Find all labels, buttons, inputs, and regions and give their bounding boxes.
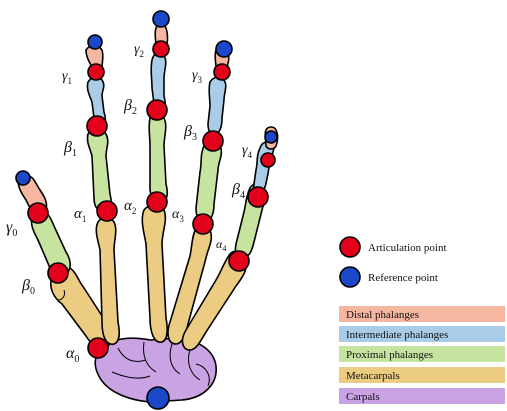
label-beta0: β0 [21, 277, 35, 297]
legend-reference-label: Reference point [368, 272, 438, 284]
reference-point-wrist [147, 387, 169, 409]
blue-circle-icon [340, 267, 360, 287]
legend-metacarpals: Metacarpals [339, 367, 505, 383]
label-gamma0: γ0 [6, 219, 17, 239]
label-alpha0: α0 [66, 345, 79, 365]
legend-distal-phalanges: Distal phalanges [339, 306, 505, 322]
articulation-point-beta2 [147, 100, 167, 120]
label-alpha2: α2 [124, 198, 136, 216]
legend-carpals: Carpals [339, 388, 505, 404]
label-alpha1: α1 [74, 206, 86, 224]
articulation-point-gamma2 [153, 41, 169, 57]
legend-metacarpals-label: Metacarpals [346, 370, 400, 382]
label-gamma3: γ3 [192, 68, 203, 85]
reference-point-index [88, 35, 102, 49]
red-circle-icon [340, 237, 360, 257]
label-gamma1: γ1 [62, 69, 72, 86]
legend-intermediate-phalanges: Intermediate phalanges [339, 326, 505, 342]
legend-articulation-label: Articulation point [368, 242, 447, 254]
reference-point-little [265, 131, 277, 143]
reference-point-ring [216, 41, 232, 57]
articulation-point-alpha4 [229, 251, 249, 271]
articulation-point-gamma4 [261, 153, 275, 167]
label-alpha4: α4 [216, 237, 226, 253]
articulation-point-alpha0 [88, 338, 108, 358]
label-beta1: β1 [63, 139, 77, 159]
legend-reference-point: Reference point [340, 267, 438, 287]
finger-middle [142, 24, 167, 343]
legend-proximal-phalanges: Proximal phalanges [339, 346, 505, 362]
legend: Articulation point Reference point Dista… [339, 237, 505, 404]
articulation-point-beta0 [48, 263, 68, 283]
legend-carpals-label: Carpals [346, 391, 380, 403]
legend-articulation-point: Articulation point [340, 237, 447, 257]
reference-point-middle [153, 11, 169, 27]
articulation-point-gamma1 [88, 64, 104, 80]
label-beta3: β3 [183, 123, 197, 143]
articulation-point-beta4 [248, 187, 268, 207]
label-beta4: β4 [231, 181, 245, 201]
articulation-point-alpha2 [147, 192, 167, 212]
legend-proximal-label: Proximal phalanges [346, 349, 433, 361]
articulation-point-alpha3 [193, 214, 213, 234]
label-gamma2: γ2 [134, 42, 144, 59]
label-beta2: β2 [123, 97, 137, 117]
articulation-point-gamma0 [28, 203, 48, 223]
reference-point-thumb [16, 171, 30, 185]
legend-intermediate-label: Intermediate phalanges [346, 329, 448, 341]
articulation-point-beta1 [87, 116, 107, 136]
articulation-point-beta3 [203, 131, 223, 151]
label-gamma4: γ4 [242, 143, 253, 160]
articulation-point-gamma3 [214, 64, 230, 80]
label-alpha3: α3 [172, 207, 184, 224]
legend-distal-label: Distal phalanges [346, 309, 419, 321]
articulation-point-alpha1 [97, 201, 117, 221]
